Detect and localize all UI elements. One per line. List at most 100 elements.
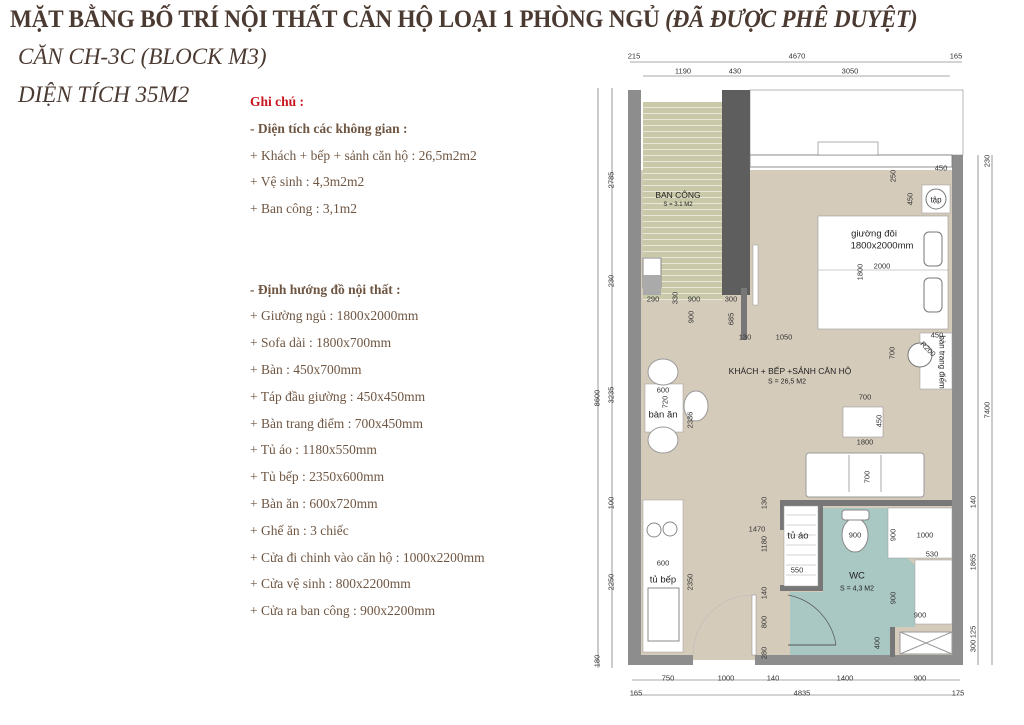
dimension: 450 — [905, 192, 915, 206]
dimension: 900 — [888, 591, 898, 605]
dimension: 290 — [646, 294, 660, 304]
dimension: 1865 — [968, 553, 978, 571]
dimension: 140 — [766, 673, 780, 683]
title-status: (ĐÃ ĐƯỢC PHÊ DUYỆT) — [665, 6, 918, 33]
shower — [887, 507, 953, 559]
dimension: 165 — [629, 688, 643, 698]
page-title: MẶT BẰNG BỐ TRÍ NỘI THẤT CĂN HỘ LOẠI 1 P… — [10, 6, 918, 34]
dimension: 550 — [790, 565, 804, 575]
dimension: 450 — [930, 330, 944, 340]
furniture-item: + Cửa ra ban công : 900x2200mm — [250, 603, 436, 619]
dimension: 430 — [728, 66, 742, 76]
wc-area: S = 4,3 M2 — [839, 585, 875, 593]
dimension: 175 — [951, 688, 965, 698]
dimension: 130 — [759, 496, 769, 510]
furniture-item: + Cửa đi chinh vào căn hộ : 1000x2200mm — [250, 549, 485, 565]
living-label: KHÁCH + BẾP +SẢNH CĂN HỘ — [728, 366, 852, 376]
wc-label: WC — [849, 570, 865, 582]
dimension: 8600 — [592, 389, 602, 407]
dimension: 900 — [686, 310, 696, 324]
coffee-table — [842, 406, 884, 438]
furniture-item: + Sofa dài : 1800x700mm — [250, 335, 392, 351]
dimension: 280 — [759, 646, 769, 660]
dimension: 140 — [968, 495, 978, 509]
dimension: 4670 — [788, 51, 806, 61]
dimension: 685 — [726, 312, 736, 326]
wc-door-swing — [787, 594, 837, 646]
dimension: 1000 — [717, 673, 735, 683]
areas-heading: - Diện tích các không gian : — [250, 120, 408, 136]
furniture-item: + Bàn ăn : 600x720mm — [250, 495, 378, 511]
furniture-item: + Tủ bếp : 2350x600mm — [250, 469, 385, 485]
furniture-heading: - Định hướng đồ nội thất : — [250, 281, 401, 297]
dimension: 180 — [592, 654, 602, 668]
living-area: S = 26,5 M2 — [768, 378, 806, 386]
dimension: 215 — [627, 51, 641, 61]
furniture-item: + Cửa vệ sinh : 800x2200mm — [250, 576, 411, 592]
left-wall — [628, 90, 641, 665]
dimension: 125 — [968, 625, 978, 639]
dimension: 165 — [949, 51, 963, 61]
dimension: 300 — [724, 294, 738, 304]
dimension: 720 — [660, 395, 670, 409]
dimension: 7400 — [982, 401, 992, 419]
dimension: 1800 — [856, 437, 874, 447]
balcony-railing — [749, 154, 953, 168]
dimension: 900 — [888, 528, 898, 542]
dining-label: bàn ăn — [648, 409, 678, 421]
dimension: 2000 — [873, 261, 891, 271]
dimension: 1800 — [855, 263, 865, 281]
dimension: 1050 — [775, 332, 793, 342]
title-text: MẶT BẰNG BỐ TRÍ NỘI THẤT CĂN HỘ LOẠI 1 P… — [10, 6, 660, 33]
nightstand-label: tập — [930, 195, 942, 205]
sink — [914, 559, 953, 625]
dimension: 330 — [670, 291, 680, 305]
furniture-item: + Tủ áo : 1180x550mm — [250, 442, 377, 458]
balcony-area: S = 3.1 M2 — [663, 202, 693, 208]
dimension: 1000 — [916, 530, 934, 540]
dimension: 750 — [661, 673, 675, 683]
area-item: + Vệ sinh : 4,3m2m2 — [250, 174, 365, 190]
furniture-item: + Ghế ăn : 3 chiếc — [250, 522, 349, 538]
dimension: 230 — [982, 154, 992, 168]
dimension: 230 — [606, 274, 616, 288]
dimension: 1180 — [759, 535, 769, 553]
dimension: 250 — [888, 169, 898, 183]
column-wall — [722, 90, 750, 295]
dimension: 700 — [887, 346, 897, 360]
dimension: 900 — [913, 610, 927, 620]
dimension: 600 — [656, 385, 670, 395]
right-wall — [952, 155, 963, 665]
balcony-label: BAN CÔNG — [655, 190, 701, 200]
furniture-item: + Bàn : 450x700mm — [250, 361, 362, 377]
dimension: 1470 — [748, 524, 766, 534]
dimension: 100 — [606, 496, 616, 510]
dimension: 2336 — [685, 411, 695, 429]
notes-heading: Ghi chú : — [250, 94, 305, 109]
wardrobe — [783, 505, 819, 587]
wardrobe-label: tủ áo — [787, 530, 809, 542]
bed-size: 1800x2000mm — [850, 240, 914, 252]
dimension: 300 — [968, 639, 978, 653]
dimension: 3235 — [606, 386, 616, 404]
unit-area: DIỆN TÍCH 35M2 — [18, 82, 190, 107]
unit-code: CĂN CH-3C (BLOCK M3) — [18, 44, 267, 69]
entry-door-swing — [692, 594, 753, 656]
dimension: 900 — [687, 294, 701, 304]
dimension: 130 — [738, 332, 752, 342]
dimension: 600 — [656, 558, 670, 568]
dimension: 700 — [862, 470, 872, 484]
area-item: + Ban công : 3,1m2 — [250, 201, 357, 217]
kitchen-label: tủ bếp — [649, 574, 677, 586]
dimension: 2350 — [685, 573, 695, 591]
dimension: 700 — [858, 392, 872, 402]
furniture-item: + Táp đầu giường : 450x450mm — [250, 388, 426, 404]
dimension: 1400 — [836, 673, 854, 683]
dimension: 800 — [759, 615, 769, 629]
dimension: 2785 — [606, 171, 616, 189]
dimension: 530 — [925, 549, 939, 559]
bottom-wall — [755, 655, 963, 665]
dimension: 2250 — [606, 573, 616, 591]
